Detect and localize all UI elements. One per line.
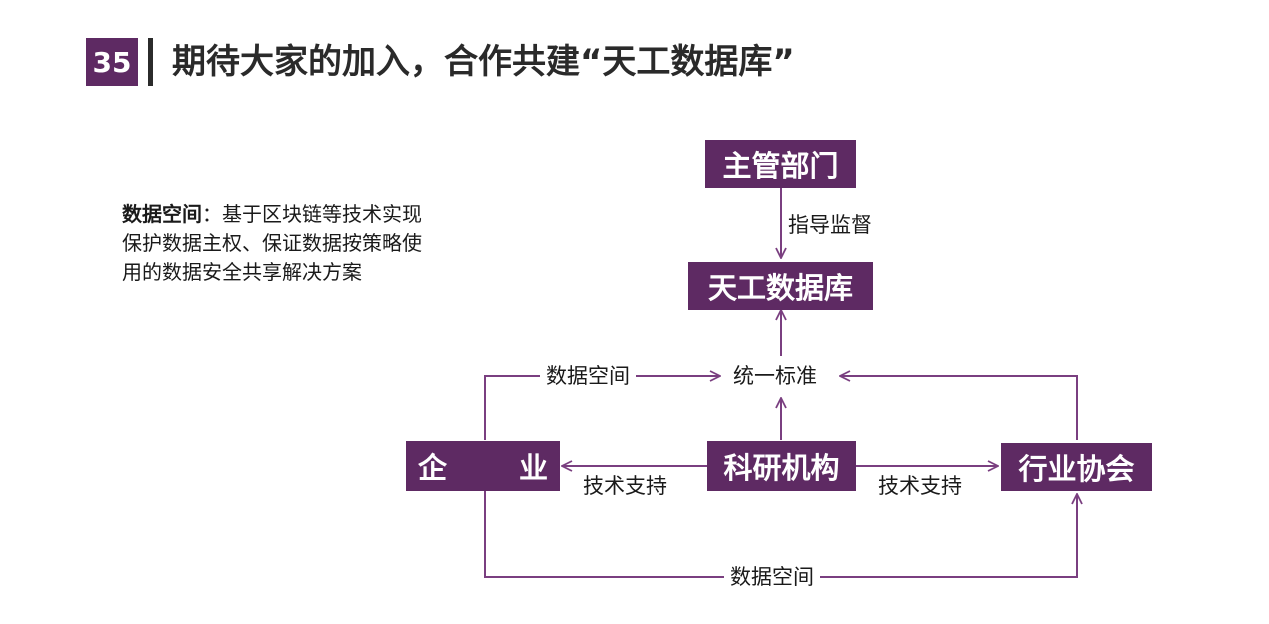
description-text: 基于区块链等技术实现保护数据主权、保证数据按策略使用的数据安全共享解决方案 — [122, 202, 422, 284]
description-term: 数据空间 — [122, 202, 202, 226]
edge-label-tech-support-left: 技术支持 — [583, 474, 667, 498]
node-association: 行业协会 — [1001, 443, 1152, 491]
edge-label-data-space-top: 数据空间 — [540, 362, 636, 390]
edge-association-to-standard — [840, 376, 1078, 440]
node-database-label: 天工数据库 — [707, 271, 853, 305]
edge-enterprise-data-space-to-standard — [484, 376, 720, 440]
node-enterprise: 企 业 — [406, 441, 560, 491]
title-divider — [148, 38, 153, 86]
edge-label-tech-support-right: 技术支持 — [878, 474, 962, 498]
page-title: 期待大家的加入，合作共建“天工数据库” — [172, 42, 795, 82]
edge-label-guidance: 指导监督 — [788, 213, 872, 237]
data-space-description: 数据空间：基于区块链等技术实现保护数据主权、保证数据按策略使用的数据安全共享解决… — [122, 200, 422, 287]
node-research: 科研机构 — [707, 441, 856, 491]
description-separator: ： — [202, 202, 222, 226]
edge-label-data-space-bottom: 数据空间 — [724, 563, 820, 591]
node-authority: 主管部门 — [705, 140, 856, 188]
node-enterprise-label-left: 企 — [418, 451, 448, 485]
node-enterprise-label-right: 业 — [518, 451, 548, 485]
edge-label-unified-standard: 统一标准 — [727, 362, 823, 390]
page-number-badge: 35 — [86, 38, 138, 86]
node-authority-label: 主管部门 — [722, 149, 839, 183]
node-database: 天工数据库 — [688, 262, 873, 310]
node-research-label: 科研机构 — [723, 451, 840, 485]
node-association-label: 行业协会 — [1018, 452, 1135, 486]
